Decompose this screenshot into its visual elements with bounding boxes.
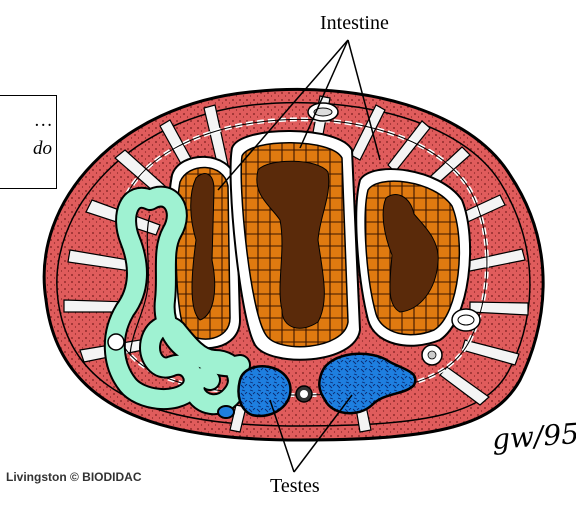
cropped-caption-box: … do bbox=[0, 95, 57, 189]
cropped-caption-line-2: do bbox=[33, 138, 52, 160]
intestine-label: Intestine bbox=[320, 12, 389, 35]
testes-label: Testes bbox=[270, 475, 320, 498]
credit-text: Livingston © BIODIDAC bbox=[6, 470, 142, 484]
artist-signature: gw/95 bbox=[491, 417, 576, 456]
cropped-caption-line-1: … bbox=[35, 110, 52, 132]
